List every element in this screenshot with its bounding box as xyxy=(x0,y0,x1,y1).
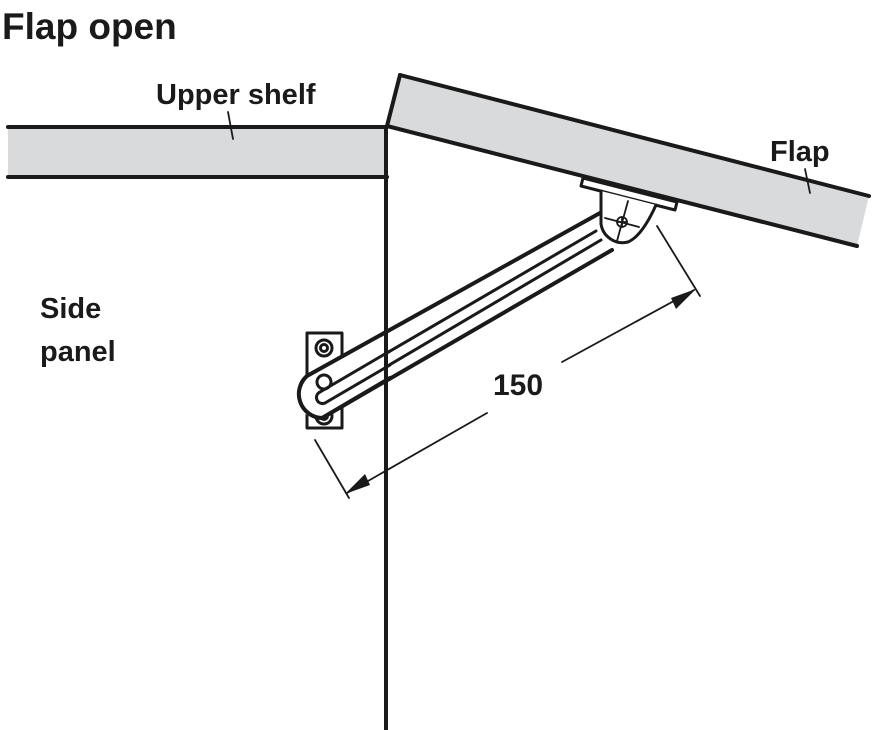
arm-pin-icon xyxy=(315,373,333,391)
arm-overlay-end xyxy=(296,374,324,420)
diagram-title: Flap open xyxy=(2,6,177,47)
arm-overlay-slot-bottom xyxy=(323,363,392,405)
arm-overlay xyxy=(296,328,392,420)
dimension-150: 150 xyxy=(314,225,701,499)
dimension-arrow-left-icon xyxy=(345,474,370,494)
dimension-line-left xyxy=(346,412,488,494)
upper-shelf-fill xyxy=(8,127,387,177)
arm-overlay-bottom-edge xyxy=(320,376,392,420)
pivot-bracket-fill xyxy=(601,191,656,243)
arm-overlay-top-edge xyxy=(305,330,388,378)
side-panel-label-line1: Side xyxy=(40,293,101,325)
upper-shelf-label: Upper shelf xyxy=(156,79,316,111)
side-panel-label-line2: panel xyxy=(40,336,116,368)
flap-bottom-edge xyxy=(385,124,859,248)
pivot-bracket-outline xyxy=(599,189,658,245)
mounting-plate-base xyxy=(579,176,679,212)
flap-label: Flap xyxy=(770,136,830,168)
upper-screw-inner xyxy=(319,343,329,353)
flap xyxy=(385,73,871,248)
flap-hinge-edge xyxy=(385,73,402,128)
dimension-extension-right xyxy=(656,225,701,297)
pivot-centerline-v xyxy=(616,200,629,242)
upper-screw-icon xyxy=(314,338,334,358)
flap-fill xyxy=(387,75,869,246)
arm-overlay-fill xyxy=(296,334,390,419)
upper-shelf xyxy=(6,125,389,179)
arm-overlay-slot-end xyxy=(314,390,327,406)
dimension-value: 150 xyxy=(493,369,543,402)
flap-mounting-plate xyxy=(579,176,679,212)
flap-pivot-bracket xyxy=(599,189,658,245)
flap-top-edge xyxy=(398,73,871,198)
dimension-extension-left xyxy=(314,439,350,499)
flap-leader xyxy=(804,168,811,194)
dimension-line-right xyxy=(561,289,695,363)
dimension-arrow-right-icon xyxy=(671,289,696,309)
upper-shelf-leader xyxy=(227,111,234,140)
